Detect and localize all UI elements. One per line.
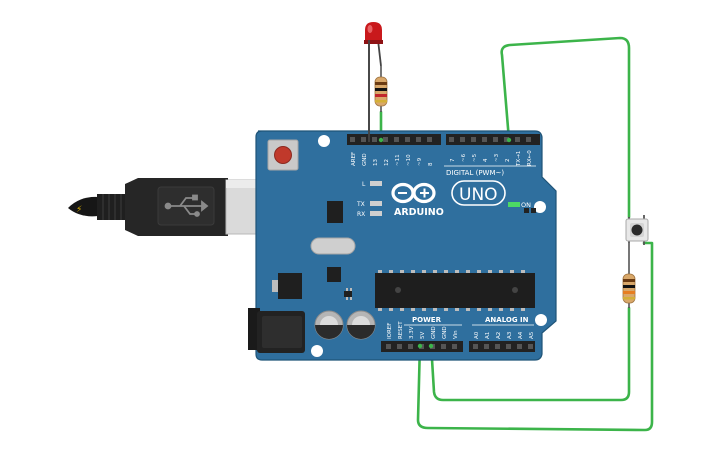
pin-label: A3	[507, 331, 513, 339]
wire-gnd-resistor[interactable]	[429, 306, 631, 402]
pin-label: A5	[529, 331, 535, 339]
pin-label: ~10	[406, 154, 412, 166]
pin-label: ~5	[472, 153, 478, 162]
analog-label: ANALOG IN	[485, 316, 529, 324]
pin-label: A2	[496, 332, 502, 339]
led-tx	[370, 201, 382, 206]
led-anode-leg	[377, 39, 382, 67]
pin-label: 3.3V	[409, 326, 415, 339]
pin-label: GND	[442, 326, 448, 339]
pin-label: A1	[485, 332, 491, 339]
pin-label: 8	[428, 162, 434, 166]
power-label: POWER	[412, 316, 442, 324]
pin-label: RESET	[398, 321, 404, 339]
led-resistor[interactable]	[374, 66, 388, 112]
pin-label: ~9	[417, 157, 423, 166]
pin-label: 5V	[420, 332, 426, 339]
arduino-logo-icon	[391, 182, 436, 204]
atmega-chip	[375, 273, 535, 308]
pin-label: 4	[483, 158, 489, 162]
pulldown-resistor[interactable]	[622, 243, 636, 308]
mount-hole	[535, 314, 547, 326]
mount-hole	[318, 135, 330, 147]
pin-label: ~3	[494, 153, 500, 162]
arduino-board[interactable]: L TX RX ON ARDUINO UNO AREF GND 13 12 ~1…	[248, 130, 557, 361]
usb-icon	[164, 194, 209, 217]
model-label: UNO	[459, 185, 498, 205]
pin-label: Vin	[453, 330, 459, 339]
digital-label: DIGITAL (PWM~)	[446, 169, 504, 177]
bolt-icon: ⚡	[76, 205, 82, 215]
pin-label: RX←0	[527, 150, 533, 166]
pin-label: TX→1	[516, 151, 522, 167]
crystal	[310, 237, 356, 255]
pin-label: 7	[450, 158, 456, 162]
pin-label: ~6	[461, 153, 467, 162]
led-label-tx: TX	[356, 201, 365, 208]
pin-label: GND	[431, 326, 437, 339]
pin-label: GND	[362, 153, 368, 166]
led-rx	[370, 211, 382, 216]
pin-label: A4	[518, 331, 524, 339]
wire-5v-button[interactable]	[416, 241, 654, 432]
pin-label: ~11	[395, 154, 401, 166]
regulator	[278, 273, 302, 299]
mount-hole	[534, 201, 546, 213]
wire-pin2-button[interactable]	[500, 36, 631, 219]
pin-label: A0	[474, 331, 480, 339]
model-badge	[451, 180, 506, 206]
led-on	[508, 202, 520, 207]
on-label: ON	[521, 201, 531, 209]
led-label-l: L	[362, 181, 366, 188]
icsp-header	[524, 208, 536, 213]
led-label-rx: RX	[357, 211, 365, 218]
push-button[interactable]	[625, 215, 649, 245]
brand-label: ARDUINO	[394, 207, 444, 218]
usb-chip	[327, 201, 343, 223]
pin-label: AREF	[351, 152, 357, 166]
pin-label: 13	[373, 159, 379, 166]
pin-label: 12	[384, 159, 390, 166]
mount-hole	[311, 345, 323, 357]
pin-label: IOREF	[387, 323, 393, 339]
wires	[379, 36, 654, 432]
analog-header[interactable]	[469, 341, 535, 352]
led-icon	[365, 22, 382, 40]
pin-label: 2	[505, 159, 511, 163]
led-l	[370, 181, 382, 186]
